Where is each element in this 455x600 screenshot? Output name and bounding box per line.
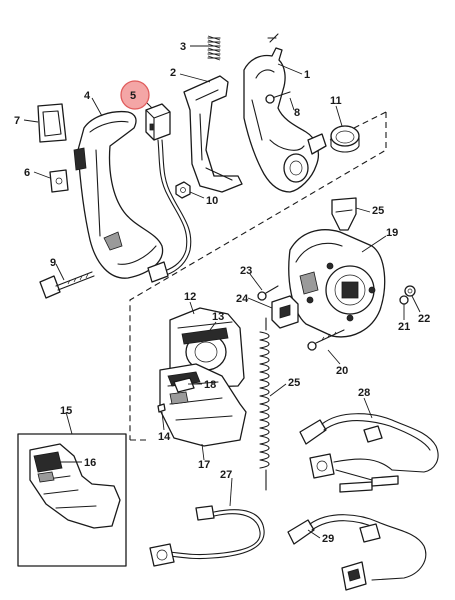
callout-16: 16 — [84, 457, 96, 469]
part-4-handle-housing — [73, 110, 164, 279]
part-10-nut — [175, 181, 191, 199]
part-25-cover — [331, 197, 357, 231]
callout-1: 1 — [304, 69, 310, 81]
callout-5[interactable]: 5 — [130, 90, 136, 102]
part-21-washer — [399, 295, 409, 305]
part-13-label — [181, 327, 229, 345]
part-14-pin — [157, 403, 166, 413]
callout-22: 22 — [418, 313, 430, 325]
part-25-coiled-wire — [259, 317, 270, 491]
callout-28: 28 — [358, 387, 370, 399]
part-24-switch — [271, 295, 299, 329]
callout-13: 13 — [212, 311, 224, 323]
callout-4: 4 — [84, 90, 91, 102]
part-1-control-arm — [243, 33, 327, 193]
part-7-pad — [37, 103, 67, 143]
callout-2: 2 — [170, 67, 176, 79]
callout-6: 6 — [24, 167, 30, 179]
callout-11: 11 — [330, 95, 342, 107]
part-18-switch — [173, 377, 195, 393]
part-2-bracket — [183, 75, 243, 193]
callout-25-coil: 25 — [288, 377, 300, 389]
part-9-bolt — [39, 271, 95, 299]
part-6-clip — [49, 169, 69, 193]
callout-23: 23 — [240, 265, 252, 277]
callout-9: 9 — [50, 257, 56, 269]
callout-10: 10 — [206, 195, 218, 207]
part-29-harness — [287, 514, 427, 591]
callout-3: 3 — [180, 41, 186, 53]
callout-27: 27 — [220, 469, 232, 481]
callout-8: 8 — [294, 107, 300, 119]
callout-5-highlight[interactable] — [120, 80, 150, 110]
callout-24: 24 — [236, 293, 249, 305]
part-3-spring — [207, 35, 221, 61]
callout-25-cover: 25 — [372, 205, 384, 217]
callout-7: 7 — [14, 115, 20, 127]
part-22-nut — [404, 285, 416, 297]
callout-18: 18 — [204, 379, 216, 391]
part-20-screw — [307, 329, 345, 351]
callout-20: 20 — [336, 365, 348, 377]
callout-12: 12 — [184, 291, 196, 303]
callout-17: 17 — [198, 459, 210, 471]
part-8-screw — [265, 91, 291, 104]
leader-lines — [23, 45, 421, 539]
part-23-screw — [257, 285, 279, 301]
part-28-harness — [299, 413, 439, 493]
callout-labels: 1 2 3 4 5 6 7 8 9 10 11 12 13 14 15 16 1… — [14, 41, 430, 545]
callout-14: 14 — [158, 431, 171, 443]
callout-21: 21 — [398, 321, 410, 333]
callout-19: 19 — [386, 227, 398, 239]
part-27-harness — [149, 505, 265, 567]
callout-15: 15 — [60, 405, 72, 417]
part-5-switch-harness — [145, 103, 192, 283]
part-11-ring — [330, 125, 360, 153]
part-19-mounting-plate — [288, 229, 386, 338]
callout-29: 29 — [322, 533, 334, 545]
part-15-inset-box — [17, 433, 127, 567]
